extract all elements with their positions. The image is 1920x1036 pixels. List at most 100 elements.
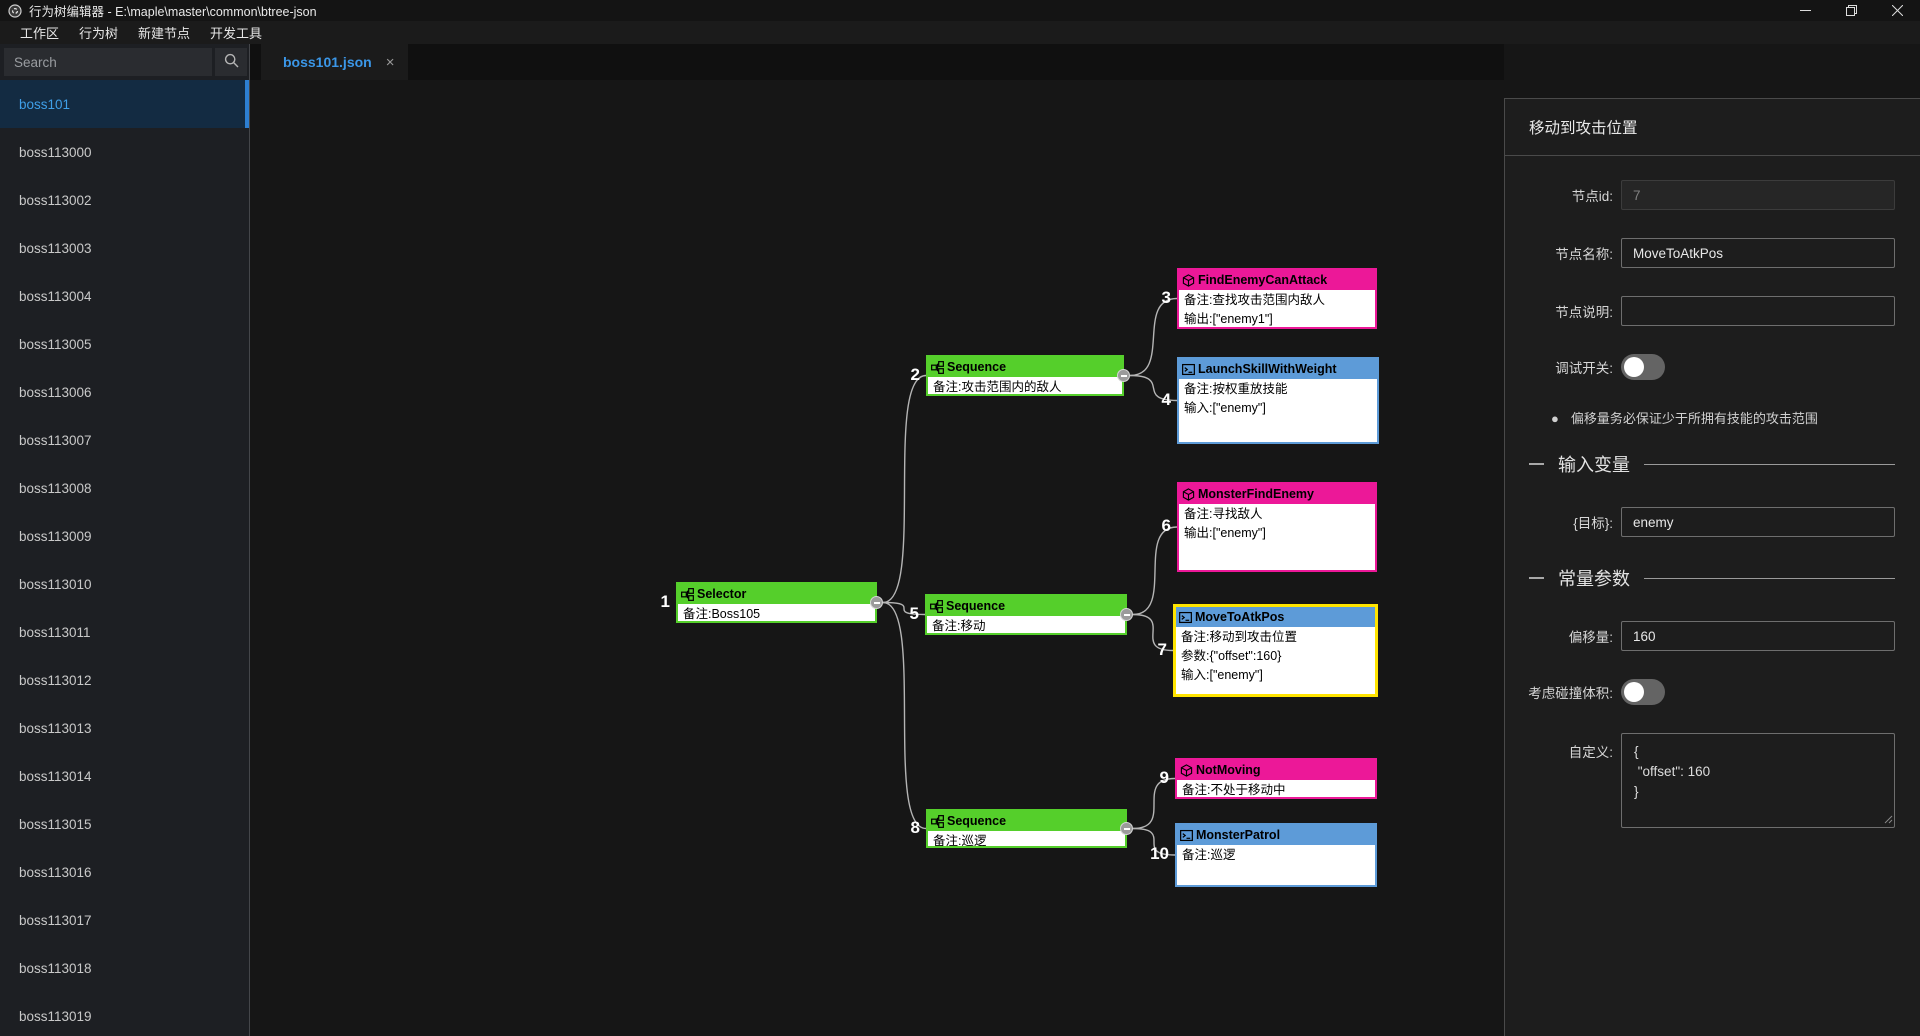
node-id-number: 8 [910,817,920,837]
composite-icon [931,814,944,828]
node-id-number: 5 [909,603,919,623]
collapse-connector-dot[interactable] [870,596,883,609]
sidebar-item-label: boss113016 [19,864,92,880]
tab-boss101-json[interactable]: boss101.json × [261,44,409,80]
search-input[interactable] [4,48,212,76]
window-title: 行为树编辑器 - E:\maple\master\common\btree-js… [29,5,317,19]
section-input-vars: 输入变量 [1529,451,1895,477]
sidebar-item-label: boss113011 [19,624,91,640]
sidebar-item-label: boss113013 [19,720,92,736]
sidebar-item-boss113017[interactable]: boss113017 [0,896,249,944]
sidebar-item-label: boss113000 [19,144,92,160]
action-icon [1179,611,1192,624]
tree-node-Sequence[interactable]: Sequence 备注:攻击范围内的敌人 [926,355,1124,396]
collision-toggle-label: 考虑碰撞体积: [1528,686,1613,701]
restore-icon[interactable] [1828,0,1874,21]
sidebar-item-boss113011[interactable]: boss113011 [0,608,249,656]
composite-icon [681,587,694,601]
menu-item-开发工具[interactable]: 开发工具 [210,26,263,41]
node-note-line: 备注:巡逻 [1182,848,1236,862]
sidebar-item-boss113008[interactable]: boss113008 [0,464,249,512]
sidebar-item-boss113016[interactable]: boss113016 [0,848,249,896]
tab-close-icon[interactable]: × [385,53,395,71]
offset-field[interactable] [1621,621,1895,651]
resize-grip-icon[interactable] [1883,811,1893,829]
sidebar-item-label: boss113008 [19,480,92,496]
node-id-number: 2 [910,364,920,384]
node-note-line: 输出:["enemy1"] [1184,312,1273,326]
node-id-number: 10 [1150,844,1169,863]
custom-label: 自定义: [1568,745,1613,760]
node-note-line: 备注:查找攻击范围内敌人 [1184,293,1325,307]
node-desc-label: 节点说明: [1555,305,1613,320]
condition-icon [1180,763,1193,777]
offset-label: 偏移量: [1568,630,1613,645]
node-note-line: 备注:移动 [932,619,986,633]
search-button[interactable] [215,48,247,76]
sidebar-item-label: boss113006 [19,384,92,400]
collapse-connector-dot[interactable] [1117,369,1130,382]
sidebar-item-boss113009[interactable]: boss113009 [0,512,249,560]
sidebar-item-boss113006[interactable]: boss113006 [0,368,249,416]
node-note-line: 备注:寻找敌人 [1184,507,1263,521]
tree-node-MonsterPatrol[interactable]: MonsterPatrol 备注:巡逻 [1175,823,1377,887]
sidebar-item-label: boss101 [19,96,71,112]
sidebar-item-label: boss113014 [19,768,92,784]
collision-toggle[interactable] [1621,679,1665,705]
node-note-line: 备注:攻击范围内的敌人 [933,380,1062,394]
sidebar-item-boss113019[interactable]: boss113019 [0,992,249,1036]
sidebar-item-boss113000[interactable]: boss113000 [0,128,249,176]
menu-item-新建节点[interactable]: 新建节点 [138,26,191,41]
section-dash [1529,463,1544,465]
tab-label: boss101.json [283,54,372,70]
debug-toggle[interactable] [1621,354,1665,380]
node-desc-field[interactable] [1621,296,1895,326]
sidebar-item-boss113004[interactable]: boss113004 [0,272,249,320]
search-icon [224,53,239,71]
action-icon [1182,363,1195,376]
action-icon [1180,829,1193,842]
sidebar-item-boss113002[interactable]: boss113002 [0,176,249,224]
menu-item-工作区[interactable]: 工作区 [20,26,60,41]
node-note-line: 备注:Boss105 [683,607,761,621]
menu-item-行为树[interactable]: 行为树 [79,26,119,41]
sidebar-item-boss113014[interactable]: boss113014 [0,752,249,800]
sidebar-item-boss113003[interactable]: boss113003 [0,224,249,272]
target-label: {目标}: [1573,516,1613,531]
sidebar-item-boss101[interactable]: boss101 [0,80,249,128]
note-item: ● 偏移量务必保证少于所拥有技能的攻击范围 [1551,408,1895,427]
custom-json-field[interactable]: { "offset": 160 } [1621,733,1895,828]
node-name-field[interactable] [1621,238,1895,268]
target-field[interactable] [1621,507,1895,537]
collapse-connector-dot[interactable] [1120,822,1133,835]
node-title: LaunchSkillWithWeight [1198,362,1337,376]
node-id-number: 3 [1161,287,1171,307]
node-title: MonsterPatrol [1196,828,1281,842]
title-bar: 行为树编辑器 - E:\maple\master\common\btree-js… [0,0,1920,21]
section-rule [1644,463,1895,465]
node-id-number: 7 [1157,639,1167,659]
collapse-connector-dot[interactable] [1120,608,1133,621]
minimize-icon[interactable] [1782,0,1828,21]
sidebar-item-boss113012[interactable]: boss113012 [0,656,249,704]
sidebar-item-boss113010[interactable]: boss113010 [0,560,249,608]
sidebar-item-boss113005[interactable]: boss113005 [0,320,249,368]
node-name-label: 节点名称: [1555,247,1613,262]
sidebar-item-boss113015[interactable]: boss113015 [0,800,249,848]
node-title: Sequence [947,360,1007,374]
sidebar-item-boss113013[interactable]: boss113013 [0,704,249,752]
note-text: 偏移量务必保证少于所拥有技能的攻击范围 [1570,411,1818,426]
sidebar-item-boss113018[interactable]: boss113018 [0,944,249,992]
close-icon[interactable] [1874,0,1920,21]
sidebar-item-boss113007[interactable]: boss113007 [0,416,249,464]
node-note-line: 输入:["enemy"] [1184,401,1266,415]
